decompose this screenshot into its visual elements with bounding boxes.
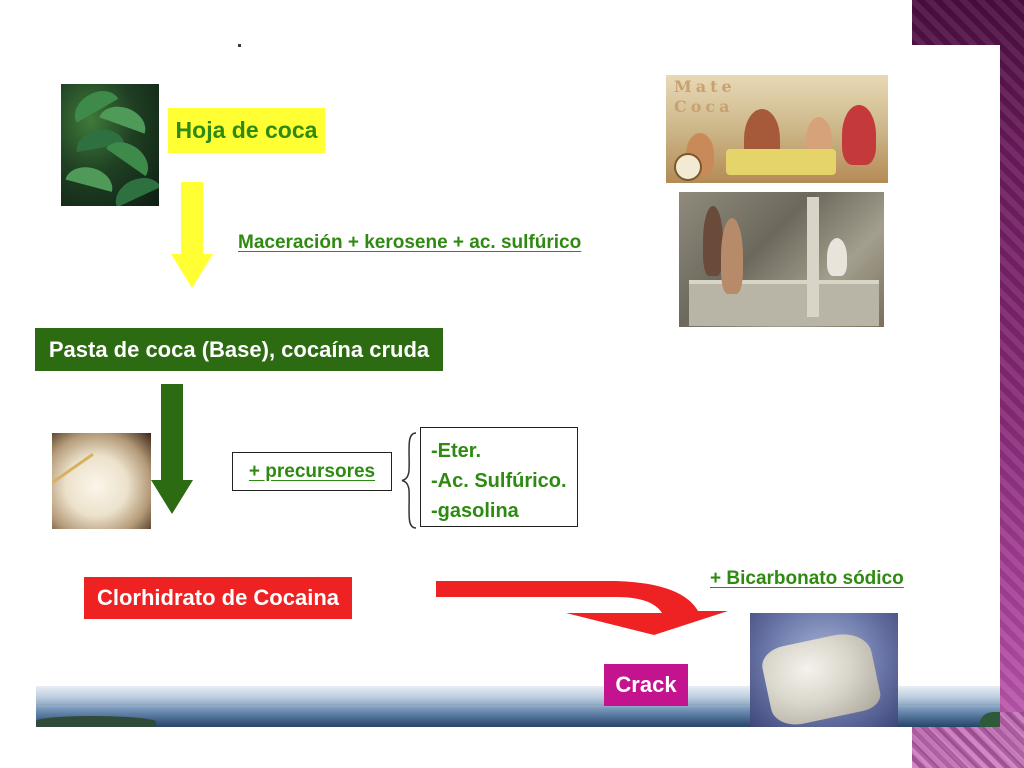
clorhidrato-label: Clorhidrato de Cocaina: [84, 577, 352, 619]
coca-leaf-photo: [61, 84, 159, 206]
hoja-de-coca-label: Hoja de coca: [168, 108, 325, 153]
pasta-de-coca-label: Pasta de coca (Base), cocaína cruda: [35, 328, 443, 371]
yellow-down-arrow-icon: [171, 182, 213, 288]
precursores-box: + precursores: [232, 452, 392, 491]
crack-label: Crack: [604, 664, 688, 706]
left-curly-brace-icon: [401, 432, 417, 529]
mate-coca-title: Mate Coca: [674, 77, 736, 117]
precursor-item-gasolina: -gasolina: [431, 500, 519, 522]
mate-coca-photo: Mate Coca: [666, 75, 888, 183]
precursor-item-sulfurico: -Ac. Sulfúrico.: [431, 470, 567, 492]
green-down-arrow-icon: [151, 384, 193, 514]
red-curved-arrow-icon: [436, 581, 728, 635]
precursor-item-eter: -Eter.: [431, 440, 482, 462]
stray-dot: [238, 44, 241, 47]
crack-rock-photo: [750, 613, 898, 727]
cocaine-powder-photo: [52, 433, 151, 529]
bicarbonato-text: + Bicarbonato sódico: [710, 568, 904, 589]
land-silhouette-left: [36, 716, 156, 727]
maceracion-step-text: Maceración + kerosene + ac. sulfúrico: [238, 232, 582, 253]
maceration-workers-photo: [679, 192, 884, 327]
mate-title-line-2: Coca: [674, 97, 734, 116]
land-silhouette-right: [980, 712, 1000, 727]
mate-title-line-1: Mate: [674, 77, 736, 96]
precursor-list-box: -Eter. -Ac. Sulfúrico. -gasolina: [420, 427, 578, 527]
precursores-text: + precursores: [248, 461, 376, 482]
